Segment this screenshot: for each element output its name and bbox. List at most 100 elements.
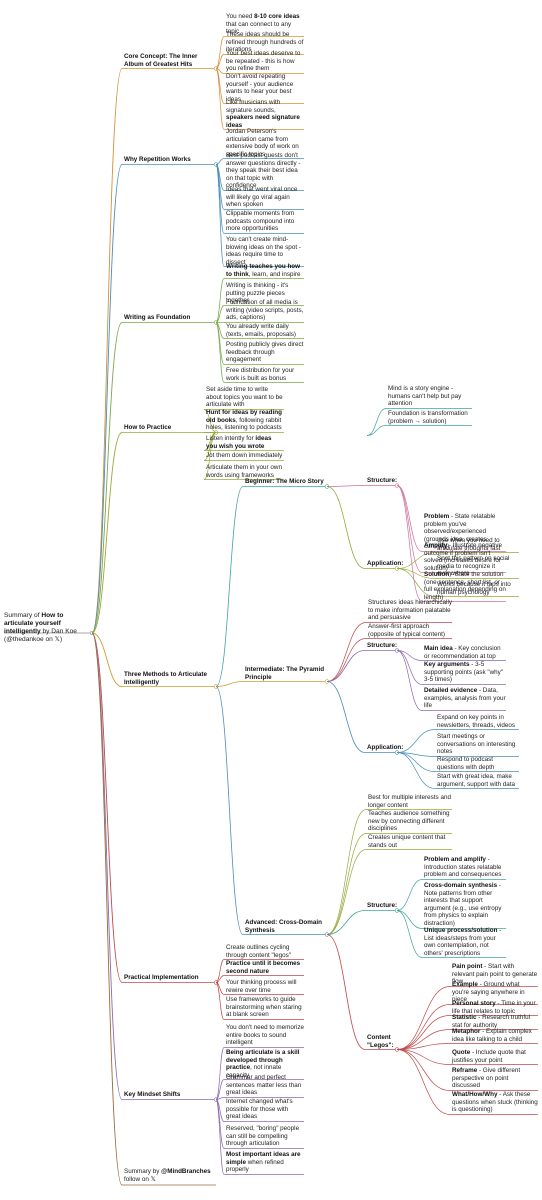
- connector-line: [326, 486, 366, 569]
- sub-cross: Advanced: Cross-Domain Synthesis: [245, 919, 322, 934]
- leaf-legos-3: Personal story - Time in your life that …: [452, 1000, 536, 1015]
- connector-line: [215, 1097, 225, 1100]
- cross-intro-2: Teaches audience something new by connec…: [368, 810, 450, 833]
- connector-line: [215, 68, 225, 130]
- group-micro_struct: Structure:: [367, 477, 398, 484]
- connector-line: [396, 752, 436, 772]
- leaf-legos-5: Metaphor - Explain complex idea like tal…: [452, 1028, 532, 1043]
- leaf-mind-2: Being articulate is a skill developed th…: [226, 1049, 300, 1079]
- connector-line: [215, 681, 244, 687]
- leaf-mind-5: Reserved, "boring" people can still be c…: [226, 1125, 300, 1148]
- branch-practice: How to Practice: [124, 424, 172, 431]
- leaf-write-6: Free distribution for your work is built…: [226, 367, 295, 382]
- connector-line: [396, 986, 451, 1050]
- leaf-why-3: Ideas that went viral once will likely g…: [226, 186, 298, 209]
- connector-line: [396, 1043, 451, 1050]
- group-micro_app: Application:: [367, 560, 404, 567]
- branch-core: Core Concept: The Inner Album of Greates…: [124, 53, 198, 68]
- leaf-pyr_struct-2: Key arguments - 3-5 supporting points (a…: [424, 661, 504, 684]
- connector-line: [215, 1079, 225, 1100]
- leaf-why-2: Best podcast guests don't answer questio…: [226, 152, 301, 190]
- group-pyr_struct: Structure:: [367, 642, 398, 649]
- branch-why: Why Repetition Works: [124, 156, 191, 163]
- connector-line: [396, 650, 423, 711]
- leaf-pyr_app-2: Start meetings or conversations on inter…: [437, 733, 516, 756]
- connector-line: [215, 164, 225, 234]
- connector-line: [396, 1029, 451, 1050]
- connector-line: [215, 975, 225, 983]
- sub-pyramid: Intermediate: The Pyramid Principle: [245, 666, 325, 681]
- leaf-pyr_struct-1: Main idea - Key conclusion or recommenda…: [424, 645, 501, 660]
- leaf-core-3: Your best ideas deserve to be repeated -…: [226, 50, 301, 73]
- leaf-micro_struct-1: Problem - State relatable problem you've…: [424, 513, 496, 551]
- connector-line: [396, 729, 436, 753]
- connector-line: [396, 1049, 451, 1091]
- leaf-impl-2: Practice until it becomes second nature: [226, 960, 301, 975]
- leaf-practice-5: Articulate them in your own words using …: [206, 464, 282, 479]
- connector-line: [326, 485, 366, 487]
- connector-line: [91, 632, 123, 687]
- leaf-practice-3: Listen intently for ideas you wish you w…: [206, 435, 272, 450]
- leaf-pyr_app-4: Start with great idea, make argument, su…: [437, 773, 516, 788]
- group-legos: Content "Legos":: [367, 1034, 394, 1049]
- pyramid-intro-1: Structures ideas hierarchically to make …: [368, 599, 452, 622]
- connector-line: [203, 409, 217, 433]
- leaf-impl-4: Use frameworks to guide brainstorming wh…: [226, 996, 302, 1019]
- leaf-legos-6: Quote - Include quote that justifies you…: [452, 1049, 526, 1064]
- leaf-core-5: Like musicians with signature sounds, sp…: [226, 99, 300, 129]
- connector-line: [396, 1015, 451, 1050]
- leaf-micro_app-3: Works because it taps into human psychol…: [437, 581, 511, 596]
- connector-line: [203, 432, 217, 480]
- connector-line: [396, 910, 423, 929]
- connector-line: [91, 164, 123, 634]
- connector-line: [215, 36, 225, 69]
- leaf-legos-7: Reframe - Give different perspective on …: [452, 1067, 521, 1090]
- pyramid-intro-2: Answer-first approach (opposite of typic…: [368, 623, 446, 638]
- leaf-legos-2: Example - Ground what you're saying anyw…: [452, 981, 525, 1004]
- leaf-cross_struct-1: Problem and amplify - Introduction state…: [424, 856, 502, 879]
- connector-line: [396, 1049, 451, 1065]
- leaf-why-1: Jordan Peterson's articulation came from…: [226, 128, 299, 158]
- leaf-core-4: Don't avoid repeating yourself - your au…: [226, 73, 294, 103]
- micro-intro-2: Foundation is transformation (problem → …: [388, 410, 468, 425]
- leaf-practice-4: Jot them down immediately: [206, 452, 283, 459]
- leaf-pyr_struct-3: Detailed evidence - Data, examples, anal…: [424, 687, 506, 710]
- leaf-core-2: These ideas should be refined through hu…: [226, 31, 304, 54]
- footer-credit: Summary by @MindBranches follow on 𝕏: [124, 1168, 211, 1183]
- leaf-mind-4: Internet changed what's possible for tho…: [226, 1098, 293, 1121]
- leaf-practice-2: Hunt for ideas by reading old books, fol…: [206, 409, 282, 432]
- connector-line: [396, 1049, 451, 1115]
- connector-line: [215, 982, 225, 1020]
- connector-line: [215, 322, 225, 365]
- root-title: Summary of How to articulate yourself in…: [4, 612, 77, 643]
- connector-line: [91, 432, 123, 634]
- connector-line: [215, 1047, 225, 1100]
- connector-line: [396, 552, 436, 569]
- leaf-write-2: Writing is thinking - it's putting puzzl…: [226, 282, 289, 305]
- leaf-impl-3: Your thinking process will rewire over t…: [226, 979, 297, 994]
- connector-line: [326, 638, 367, 682]
- leaf-micro_app-2: Spot this pattern on social media to rec…: [437, 555, 510, 578]
- connector-line: [215, 305, 225, 323]
- leaf-practice-1: Set aside time to write about topics you…: [206, 386, 283, 409]
- connector-line: [326, 910, 366, 935]
- connector-line: [215, 68, 225, 74]
- connector-line: [215, 158, 225, 165]
- branch-three: Three Methods to Articulate Intelligentl…: [124, 671, 208, 686]
- connector-line: [366, 425, 387, 436]
- connector-line: [215, 486, 244, 687]
- leaf-why-5: You can't create mind-blowing ideas on t…: [226, 236, 301, 266]
- leaf-micro_struct-2: Amplify - Illustrate negative outcome if…: [424, 542, 503, 572]
- leaf-legos-8: What/How/Why - Ask these questions when …: [452, 1091, 538, 1114]
- leaf-core-1: You need 8-10 core ideas that can connec…: [226, 13, 300, 36]
- connector-line: [396, 910, 423, 958]
- leaf-mind-1: You don't need to memorize entire books …: [226, 1024, 304, 1047]
- connector-line: [326, 849, 367, 935]
- connector-line: [91, 632, 123, 1100]
- cross-intro-1: Best for multiple interests and longer c…: [368, 794, 451, 809]
- leaf-legos-1: Pain point - Start with relevant pain po…: [452, 963, 538, 986]
- connector-line: [215, 278, 225, 323]
- leaf-impl-1: Create outlines cycling through content …: [226, 944, 292, 959]
